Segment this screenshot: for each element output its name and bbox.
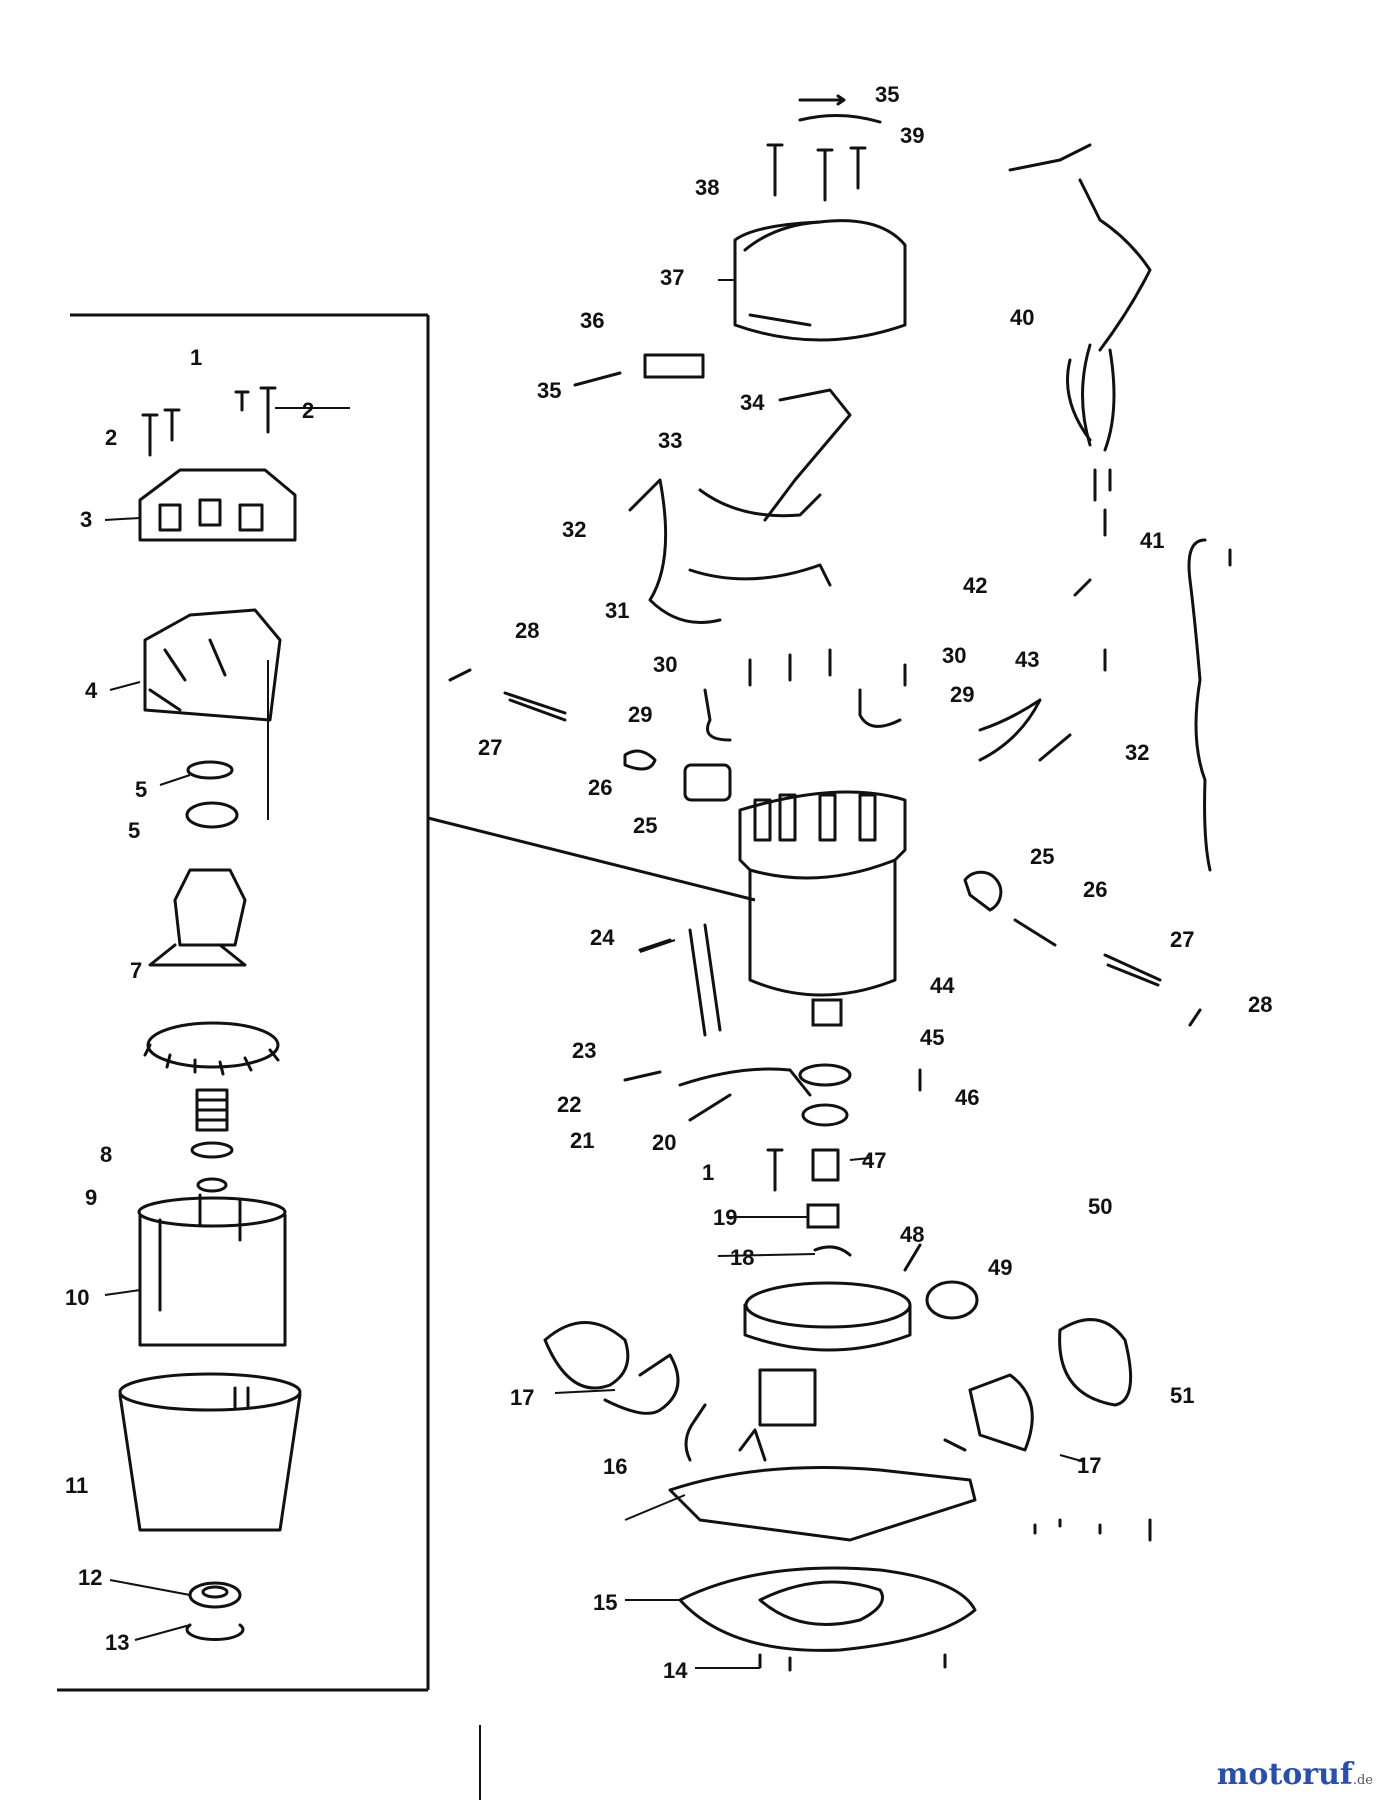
motoruf-logo: motoruf.de	[1217, 1757, 1373, 1792]
label-27-left: 27	[478, 735, 502, 760]
label-46: 46	[955, 1085, 979, 1110]
leader-lines	[104, 279, 1086, 1669]
label-37: 37	[660, 265, 684, 290]
label-49: 49	[988, 1255, 1012, 1280]
label-35-top: 35	[875, 82, 899, 107]
label-30-left: 30	[653, 652, 677, 677]
label-14: 14	[663, 1658, 688, 1683]
label-inset-2-left: 2	[105, 425, 117, 450]
label-34: 34	[740, 390, 765, 415]
label-28-left: 28	[515, 618, 539, 643]
label-26-right: 26	[1083, 877, 1107, 902]
label-1-mid: 1	[702, 1160, 714, 1185]
label-inset-7: 7	[130, 958, 142, 983]
label-38: 38	[695, 175, 719, 200]
label-inset-9: 9	[85, 1185, 97, 1210]
label-inset-5b: 5	[128, 818, 140, 843]
inset-frame	[57, 313, 756, 1800]
label-39: 39	[900, 123, 924, 148]
label-20: 20	[652, 1130, 676, 1155]
label-43: 43	[1015, 647, 1039, 672]
label-inset-4: 4	[85, 678, 98, 703]
label-17-right: 17	[1077, 1453, 1101, 1478]
label-19: 19	[713, 1205, 737, 1230]
label-51: 51	[1170, 1383, 1194, 1408]
label-17-left: 17	[510, 1385, 534, 1410]
label-29-left: 29	[628, 702, 652, 727]
main-parts	[448, 94, 1232, 1672]
label-32-right: 32	[1125, 740, 1149, 765]
label-35-mid: 35	[537, 378, 561, 403]
label-25-left: 25	[633, 813, 657, 838]
label-41: 41	[1140, 528, 1164, 553]
label-29-right: 29	[950, 682, 974, 707]
label-28-right: 28	[1248, 992, 1272, 1017]
label-26-left: 26	[588, 775, 612, 800]
label-inset-11: 11	[65, 1473, 88, 1498]
label-50: 50	[1088, 1194, 1112, 1219]
label-40: 40	[1010, 305, 1034, 330]
label-45: 45	[920, 1025, 944, 1050]
label-16: 16	[603, 1454, 627, 1479]
label-47: 47	[862, 1148, 886, 1173]
label-44: 44	[930, 973, 955, 998]
watermark-brand: motoruf	[1216, 1757, 1353, 1792]
label-33: 33	[658, 428, 682, 453]
label-inset-13: 13	[105, 1630, 129, 1655]
watermark-tld: .de	[1352, 1773, 1373, 1788]
label-42: 42	[963, 573, 987, 598]
label-24: 24	[590, 925, 615, 950]
label-inset-1: 1	[190, 345, 202, 370]
label-32-left: 32	[562, 517, 586, 542]
label-25-right: 25	[1030, 844, 1054, 869]
label-inset-2-right: 2	[302, 398, 314, 423]
label-36: 36	[580, 308, 604, 333]
label-15: 15	[593, 1590, 617, 1615]
main-labels: 35 39 38 37 36 35 34 33 32 31 40 41 42 4…	[478, 82, 1272, 1683]
label-inset-3: 3	[80, 507, 92, 532]
inset-labels: 1 2 2 3 4 5 5 7 8 9 10 11 12 13	[65, 345, 314, 1655]
label-inset-12: 12	[78, 1565, 102, 1590]
label-31: 31	[605, 598, 629, 623]
label-inset-5a: 5	[135, 777, 147, 802]
label-18: 18	[730, 1245, 754, 1270]
label-30-right: 30	[942, 643, 966, 668]
label-inset-10: 10	[65, 1285, 89, 1310]
label-23: 23	[572, 1038, 596, 1063]
label-21: 21	[570, 1128, 594, 1153]
label-48: 48	[900, 1222, 924, 1247]
inset-parts	[118, 386, 302, 1642]
label-inset-8: 8	[100, 1142, 112, 1167]
label-22: 22	[557, 1092, 581, 1117]
label-27-right: 27	[1170, 927, 1194, 952]
